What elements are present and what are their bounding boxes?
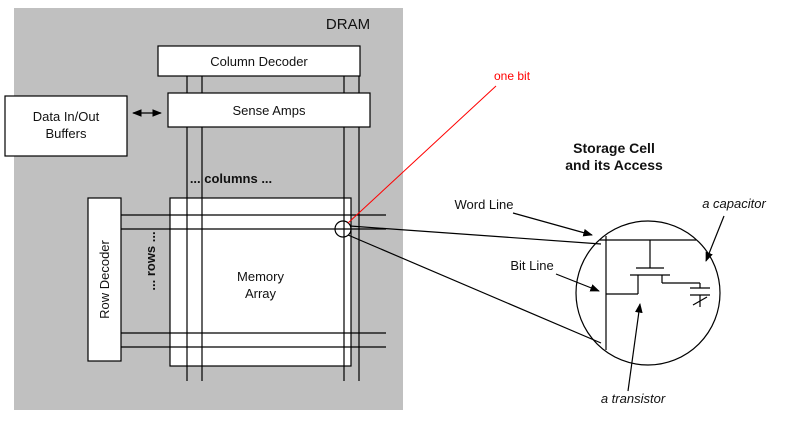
transistor-label: a transistor	[601, 391, 666, 406]
dram-label: DRAM	[326, 16, 370, 33]
data-buffers-label-line1: Data In/Out	[33, 109, 100, 124]
word-line-arrow	[512, 212, 593, 237]
one-bit-label: one bit	[494, 69, 531, 83]
bit-line-label: Bit Line	[510, 258, 553, 273]
transistor-symbol	[606, 240, 701, 295]
column-decoder-label: Column Decoder	[210, 54, 308, 69]
row-decoder-box	[87, 197, 122, 362]
word-lines-path	[121, 214, 386, 348]
columns-label: ... columns ...	[190, 171, 272, 186]
column-decoder-box	[157, 45, 361, 77]
one-bit-callout-line	[347, 85, 497, 224]
storage-cell-circle	[575, 220, 721, 366]
bit-lines-lower-segment	[186, 127, 360, 381]
bit-line-arrow	[555, 273, 600, 292]
transistor-arrow	[627, 303, 643, 392]
data-buffers-label-line2: Buffers	[46, 126, 87, 141]
sense-amps-label: Sense Amps	[233, 103, 306, 118]
storage-cell-title-line2: and its Access	[565, 157, 663, 173]
memory-array-label-line1: Memory	[237, 269, 284, 284]
storage-cell-title-line1: Storage Cell	[573, 140, 655, 156]
one-bit-circle	[334, 220, 352, 238]
row-decoder-label: Row Decoder	[97, 239, 112, 318]
zoom-cone-lower-line	[347, 234, 602, 344]
data-buffers-box	[4, 95, 128, 157]
bit-lines-upper-segment	[186, 76, 360, 93]
capacitor-symbol	[690, 287, 710, 307]
word-line-label: Word Line	[454, 197, 513, 212]
rows-label: ... rows ...	[143, 231, 158, 290]
bit-lines	[186, 76, 360, 381]
zoom-cone-upper-line	[349, 225, 602, 245]
word-lines	[121, 214, 386, 348]
memory-array-box	[169, 197, 352, 367]
capacitor-label: a capacitor	[702, 196, 766, 211]
memory-array-label-line2: Array	[245, 286, 277, 301]
capacitor-arrow	[705, 215, 725, 262]
sense-amps-box	[167, 92, 371, 128]
